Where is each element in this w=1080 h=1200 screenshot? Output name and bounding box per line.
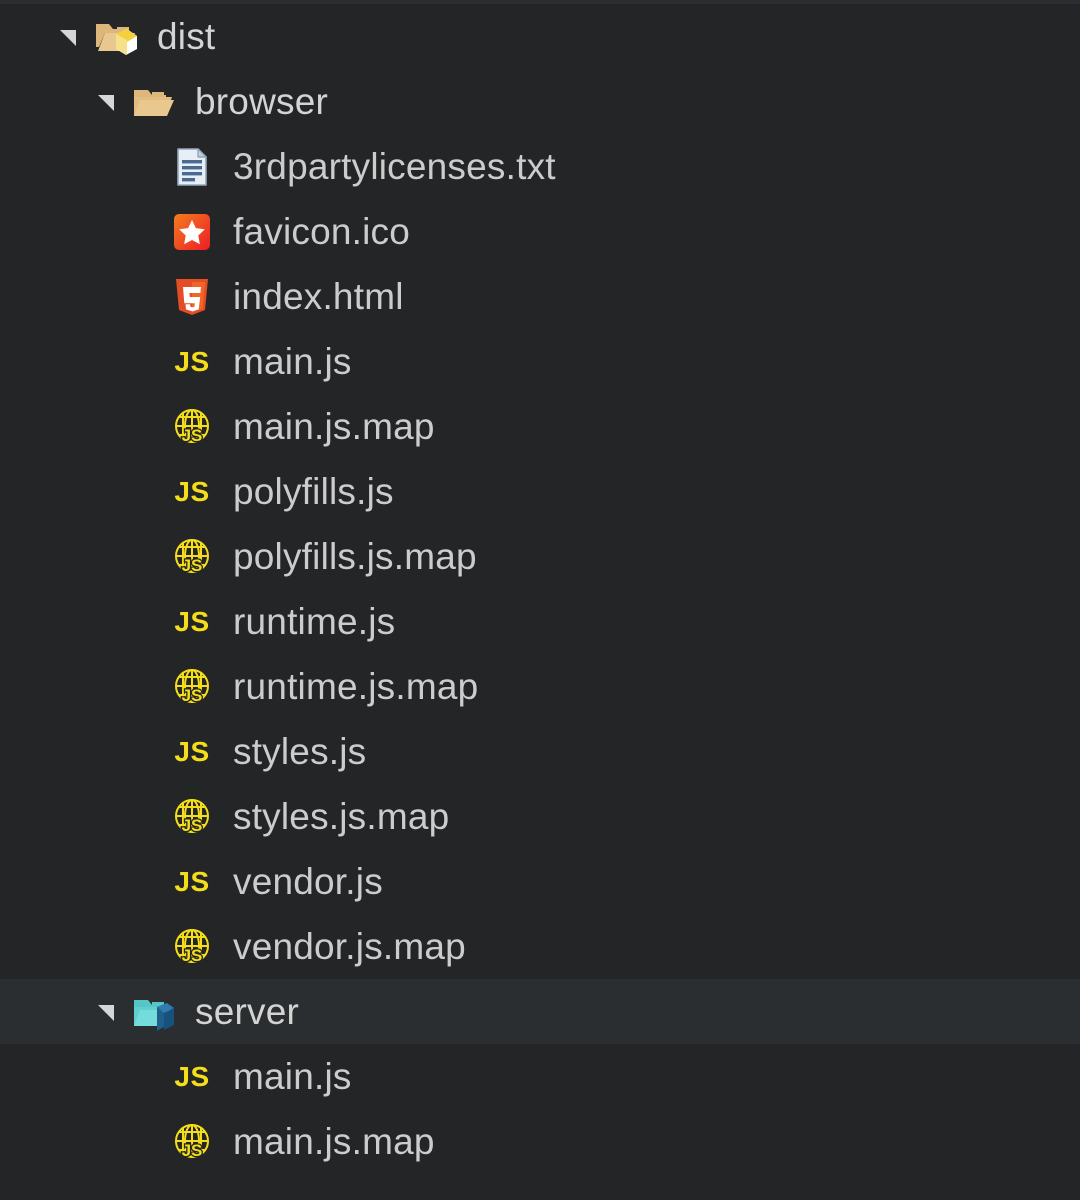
tree-indent-spacer <box>0 1076 131 1077</box>
chevron-expanded-icon[interactable] <box>93 89 119 115</box>
svg-text:JS: JS <box>182 1141 203 1160</box>
javascript-js-icon: JS <box>174 735 210 767</box>
tree-row-file[interactable]: JS runtime.js.map <box>0 654 1080 719</box>
tree-row-file[interactable]: index.html <box>0 264 1080 329</box>
partial-row-above <box>0 0 1080 4</box>
tree-row-file[interactable]: JS styles.js <box>0 719 1080 784</box>
svg-text:JS: JS <box>182 946 203 965</box>
folder-server-icon <box>131 989 177 1035</box>
tree-row-file[interactable]: favicon.ico <box>0 199 1080 264</box>
tree-indent-spacer <box>0 686 131 687</box>
javascript-js-icon: JS <box>174 605 210 637</box>
tree-row-file[interactable]: 3rdpartylicenses.txt <box>0 134 1080 199</box>
tree-row-label: favicon.ico <box>233 211 411 252</box>
tree-row-label: server <box>195 991 299 1032</box>
javascript-map-icon: JS <box>169 664 215 710</box>
javascript-js-icon: JS <box>174 475 210 507</box>
tree-indent-spacer <box>0 101 93 102</box>
tree-row-file[interactable]: JS polyfills.js.map <box>0 524 1080 589</box>
tree-row-label: styles.js <box>233 731 367 772</box>
tree-indent-spacer <box>0 881 131 882</box>
tree-row-file[interactable]: JS styles.js.map <box>0 784 1080 849</box>
tree-indent-spacer <box>0 296 131 297</box>
document-text-icon <box>169 144 215 190</box>
tree-row-folder[interactable]: server <box>0 979 1080 1044</box>
tree-indent-spacer <box>0 231 131 232</box>
tree-row-folder[interactable]: dist <box>0 4 1080 69</box>
javascript-js-icon: JS <box>174 1060 210 1092</box>
tree-row-label: styles.js.map <box>233 796 450 837</box>
javascript-js-icon: JS <box>174 345 210 377</box>
tree-indent-spacer <box>0 491 131 492</box>
tree-row-file[interactable]: JS main.js.map <box>0 394 1080 459</box>
tree-row-file[interactable]: JS main.js <box>0 1044 1080 1109</box>
tree-indent-spacer <box>0 1141 131 1142</box>
javascript-js-icon: JS <box>174 865 210 897</box>
folder-dist-icon <box>93 14 139 60</box>
tree-row-label: main.js.map <box>233 1121 435 1162</box>
tree-indent-spacer <box>0 751 131 752</box>
tree-indent-spacer <box>0 361 131 362</box>
tree-row-label: browser <box>195 81 328 122</box>
tree-indent-spacer <box>0 1011 93 1012</box>
tree-row-label: polyfills.js.map <box>233 536 477 577</box>
tree-row-label: vendor.js.map <box>233 926 466 967</box>
chevron-expanded-icon[interactable] <box>93 999 119 1025</box>
tree-row-label: index.html <box>233 276 404 317</box>
javascript-map-icon: JS <box>169 794 215 840</box>
javascript-map-icon: JS <box>169 924 215 970</box>
tree-row-file[interactable]: JS polyfills.js <box>0 459 1080 524</box>
javascript-map-icon: JS <box>169 404 215 450</box>
tree-row-label: dist <box>157 16 216 57</box>
tree-row-label: main.js <box>233 1056 352 1097</box>
tree-indent-spacer <box>0 556 131 557</box>
chevron-expanded-icon[interactable] <box>55 24 81 50</box>
tree-row-file[interactable]: JS vendor.js.map <box>0 914 1080 979</box>
tree-row-label: vendor.js <box>233 861 383 902</box>
tree-indent-spacer <box>0 426 131 427</box>
tree-row-label: runtime.js <box>233 601 396 642</box>
folder-open-icon <box>131 79 177 125</box>
tree-row-file[interactable]: JS vendor.js <box>0 849 1080 914</box>
tree-indent-spacer <box>0 621 131 622</box>
tree-row-label: runtime.js.map <box>233 666 479 707</box>
tree-indent-spacer <box>0 166 131 167</box>
html5-shield-icon <box>169 274 215 320</box>
favicon-star-icon <box>169 209 215 255</box>
tree-indent-spacer <box>0 36 55 37</box>
svg-text:JS: JS <box>182 556 203 575</box>
javascript-map-icon: JS <box>169 534 215 580</box>
tree-row-file[interactable]: JS runtime.js <box>0 589 1080 654</box>
tree-indent-spacer <box>0 946 131 947</box>
javascript-map-icon: JS <box>169 1119 215 1165</box>
tree-row-label: main.js <box>233 341 352 382</box>
tree-row-label: 3rdpartylicenses.txt <box>233 146 556 187</box>
svg-text:JS: JS <box>182 426 203 445</box>
tree-indent-spacer <box>0 816 131 817</box>
tree-row-label: polyfills.js <box>233 471 394 512</box>
svg-text:JS: JS <box>182 686 203 705</box>
svg-text:JS: JS <box>182 816 203 835</box>
tree-row-label: main.js.map <box>233 406 435 447</box>
tree-row-file[interactable]: JS main.js.map <box>0 1109 1080 1174</box>
tree-row-file[interactable]: JS main.js <box>0 329 1080 394</box>
tree-row-folder[interactable]: browser <box>0 69 1080 134</box>
